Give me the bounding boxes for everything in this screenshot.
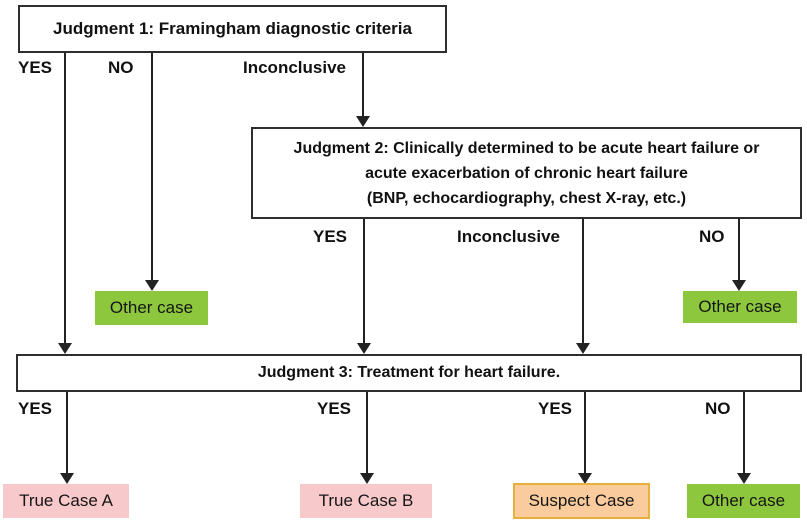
true-case-a-box: True Case A: [3, 484, 129, 518]
judgment2-inconclusive-label: Inconclusive: [457, 227, 560, 246]
judgment2-no-label: NO: [699, 227, 725, 246]
other-case-bottom-box: Other case: [687, 484, 800, 518]
judgment1-box: Judgment 1: Framingham diagnostic criter…: [18, 5, 447, 53]
arrow-j2-inconclusive-line: [582, 219, 584, 344]
other-case-mid-right-box: Other case: [683, 291, 797, 323]
arrow-j3-true-case-b-line: [366, 392, 368, 473]
suspect-case-label: Suspect Case: [528, 491, 635, 510]
judgment1-inconclusive-label: Inconclusive: [243, 58, 346, 77]
true-case-a-label: True Case A: [19, 491, 113, 510]
other-case-mid-left-label: Other case: [109, 298, 194, 317]
judgment2-title-line3: (BNP, echocardiography, chest X-ray, etc…: [366, 189, 687, 207]
arrow-j3-true-case-b-head-icon: [360, 473, 374, 484]
judgment3-box: Judgment 3: Treatment for heart failure.: [16, 354, 802, 392]
arrow-j3-true-case-a-line: [66, 392, 68, 473]
arrow-j1-inconclusive-line: [362, 53, 364, 117]
other-case-mid-right-label: Other case: [698, 297, 782, 316]
suspect-case-box: Suspect Case: [513, 483, 650, 519]
judgment1-yes-label: YES: [18, 58, 53, 77]
judgment3-title: Judgment 3: Treatment for heart failure.: [257, 364, 561, 381]
true-case-b-box: True Case B: [300, 484, 432, 518]
judgment2-box: Judgment 2: Clinically determined to be …: [251, 127, 802, 219]
judgment3-yes3-label: YES: [538, 399, 573, 418]
arrow-j2-inconclusive-head-icon: [576, 343, 590, 354]
arrow-j1-no-head-icon: [145, 280, 159, 291]
true-case-b-label: True Case B: [318, 491, 414, 510]
arrow-j2-no-line: [738, 219, 740, 280]
arrow-j1-yes-line: [64, 53, 66, 344]
arrow-j1-no-line: [151, 53, 153, 280]
arrow-j2-yes-head-icon: [357, 343, 371, 354]
judgment3-yes1-label: YES: [18, 399, 53, 418]
arrow-j3-other-case-head-icon: [737, 473, 751, 484]
arrow-j2-yes-line: [363, 219, 365, 344]
arrow-j1-yes-head-icon: [58, 343, 72, 354]
judgment1-title: Judgment 1: Framingham diagnostic criter…: [53, 19, 412, 38]
arrow-j2-no-head-icon: [732, 280, 746, 291]
judgment3-no-label: NO: [705, 399, 731, 418]
arrow-j3-suspect-case-head-icon: [578, 473, 592, 484]
judgment2-title-line1: Judgment 2: Clinically determined to be …: [293, 139, 760, 157]
arrow-j1-inconclusive-head-icon: [356, 116, 370, 127]
arrow-j3-suspect-case-line: [584, 392, 586, 473]
judgment2-title-line2: acute exacerbation of chronic heart fail…: [365, 164, 688, 182]
judgment3-yes2-label: YES: [317, 399, 352, 418]
judgment1-no-label: NO: [108, 58, 134, 77]
other-case-mid-left-box: Other case: [95, 291, 208, 325]
arrow-j3-true-case-a-head-icon: [60, 473, 74, 484]
judgment2-yes-label: YES: [313, 227, 348, 246]
other-case-bottom-label: Other case: [701, 491, 786, 510]
arrow-j3-other-case-line: [743, 392, 745, 473]
